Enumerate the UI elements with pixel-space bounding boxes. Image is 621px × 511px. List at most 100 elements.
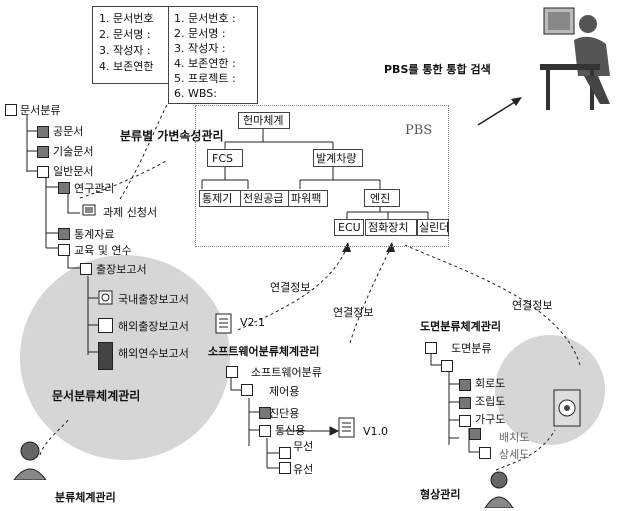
- folder-icon[interactable]: [98, 342, 113, 370]
- folder-icon[interactable]: [37, 126, 49, 138]
- folder-icon[interactable]: [459, 415, 471, 427]
- doc-tree-item: 공문서: [53, 125, 84, 138]
- pbs-node-label: 헌마체계: [243, 114, 284, 127]
- pbs-node-engine[interactable]: 엔진: [364, 189, 400, 207]
- doc-tree-item: 해외연수보고서: [118, 347, 189, 360]
- folder-icon[interactable]: [37, 146, 49, 158]
- dwg-tree-item: 회로도: [475, 377, 506, 390]
- folder-icon[interactable]: [279, 462, 291, 474]
- doc-system-circle: [20, 255, 230, 460]
- pbs-node-label: 엔진: [370, 192, 391, 205]
- attr-line: 3. 작성자 :: [174, 42, 226, 55]
- image-mgmt-label: 형상관리: [420, 488, 461, 501]
- dwg-root-checkbox[interactable]: [425, 342, 437, 354]
- folder-icon[interactable]: [58, 244, 70, 256]
- pbs-node-label: 전원공급: [243, 192, 284, 205]
- attr-line: 3. 작성자 :: [99, 44, 151, 57]
- folder-icon[interactable]: [469, 428, 481, 440]
- person-at-desk-icon: [540, 4, 616, 114]
- pbs-title: PBS: [405, 123, 433, 138]
- sw-tree-item: 진단용: [269, 407, 300, 420]
- pbs-node-label: ECU: [338, 221, 361, 234]
- doc-system-label: 문서분류체계관리: [52, 389, 141, 403]
- folder-icon[interactable]: [259, 425, 271, 437]
- folder-icon[interactable]: [241, 384, 253, 396]
- sw-tree-item: 제어용: [269, 385, 300, 398]
- folder-icon[interactable]: [37, 166, 49, 178]
- dwg-tree-item: 가구도: [475, 413, 506, 426]
- doc-tree-item: 국내출장보고서: [118, 293, 189, 306]
- doc-tree-item: 출장보고서: [96, 263, 147, 276]
- document-gear-icon: [98, 290, 114, 306]
- sw-tree-root: 소프트웨어분류: [251, 366, 322, 379]
- folder-icon[interactable]: [80, 263, 92, 275]
- attr-line: 1. 문서번호 :: [174, 12, 236, 25]
- folder-icon[interactable]: [259, 407, 271, 419]
- attr-line: 6. WBS:: [174, 87, 217, 100]
- person-icon: [482, 470, 516, 508]
- dwg-tree-root: 도면분류: [451, 342, 492, 355]
- folder-icon[interactable]: [459, 379, 471, 391]
- document-stamp-icon: [82, 203, 98, 217]
- pbs-node-powerpack[interactable]: 파워팩: [288, 190, 328, 207]
- sw-tree-item: 유선: [293, 463, 314, 476]
- doc-tree-item: 일반문서: [53, 165, 94, 178]
- attr-line: 2. 문서명 :: [174, 27, 226, 40]
- pbs-root-node[interactable]: 헌마체계: [238, 112, 290, 129]
- pbs-node-label: 점화장치: [368, 221, 409, 234]
- pbs-node-power[interactable]: 전원공급: [240, 190, 292, 207]
- pbs-panel: [195, 105, 449, 247]
- attr-line: 4. 보존연한 :: [174, 57, 236, 70]
- pbs-node-fcs[interactable]: FCS: [207, 149, 243, 167]
- sw-tree-item: 무선: [293, 440, 314, 453]
- dwg-tree-item: 상세도: [499, 448, 530, 461]
- doc-tree-item: 과제 신청서: [103, 206, 158, 219]
- pbs-search-label: PBS를 통한 통합 검색: [384, 63, 491, 76]
- pbs-node-label: 발계차량: [316, 152, 357, 165]
- doc-tree-item: 연구관리: [74, 182, 115, 195]
- doc-tree-item: 기술문서: [53, 145, 94, 158]
- pbs-node-ecu[interactable]: ECU: [334, 219, 364, 236]
- folder-icon[interactable]: [58, 182, 70, 194]
- sw-tree-item: 통신용: [275, 424, 306, 437]
- software-system-label: 소프트웨어분류체계관리: [208, 345, 320, 358]
- version-label: V2.1: [240, 316, 266, 329]
- doc-attribute-card-back: 1. 문서번호 2. 문서명 : 3. 작성자 : 4. 보존연한: [92, 6, 179, 84]
- link-info-label: 연결정보: [270, 281, 311, 294]
- pbs-node-label: 통제기: [202, 192, 233, 205]
- doc-tree-item: 통계자료: [74, 228, 115, 241]
- version-label: V1.0: [363, 425, 389, 438]
- drawing-device-icon: [552, 388, 582, 428]
- folder-icon[interactable]: [98, 318, 113, 333]
- pbs-node-label: 실린더: [419, 221, 450, 234]
- folder-icon[interactable]: [279, 447, 291, 459]
- attr-line: 5. 프로젝트 :: [174, 72, 236, 85]
- doc-tree-root: 문서분류: [20, 104, 61, 117]
- pbs-node-vehicle[interactable]: 발계차량: [313, 149, 363, 167]
- document-icon: [215, 313, 233, 335]
- document-icon: [338, 417, 356, 439]
- folder-icon[interactable]: [58, 228, 70, 240]
- sw-root-checkbox[interactable]: [226, 366, 238, 378]
- doc-tree-item: 교육 및 연수: [74, 244, 132, 257]
- pbs-node-controller[interactable]: 통제기: [199, 190, 241, 207]
- attr-line: 4. 보존연한: [99, 60, 154, 73]
- pbs-node-cylinder[interactable]: 실린더: [417, 219, 449, 236]
- folder-icon[interactable]: [459, 397, 471, 409]
- link-info-label: 연결정보: [333, 306, 374, 319]
- attr-line: 1. 문서번호: [99, 12, 154, 25]
- attr-line: 2. 문서명 :: [99, 28, 151, 41]
- classification-label: 분류체계관리: [55, 491, 116, 504]
- doc-attribute-card-front: 1. 문서번호 : 2. 문서명 : 3. 작성자 : 4. 보존연한 : 5.…: [168, 6, 258, 104]
- dwg-tree-item: 조립도: [475, 395, 506, 408]
- folder-icon[interactable]: [479, 447, 491, 459]
- link-info-label: 연결정보: [512, 299, 553, 312]
- drawing-system-circle: [495, 335, 605, 445]
- doc-root-checkbox[interactable]: [5, 104, 17, 116]
- category-attr-label: 분류별 가변속성관리: [120, 129, 224, 143]
- pbs-node-ignition[interactable]: 점화장치: [365, 219, 417, 236]
- folder-icon[interactable]: [441, 360, 453, 372]
- person-icon: [10, 440, 50, 480]
- drawing-system-label: 도면분류체계관리: [420, 320, 501, 333]
